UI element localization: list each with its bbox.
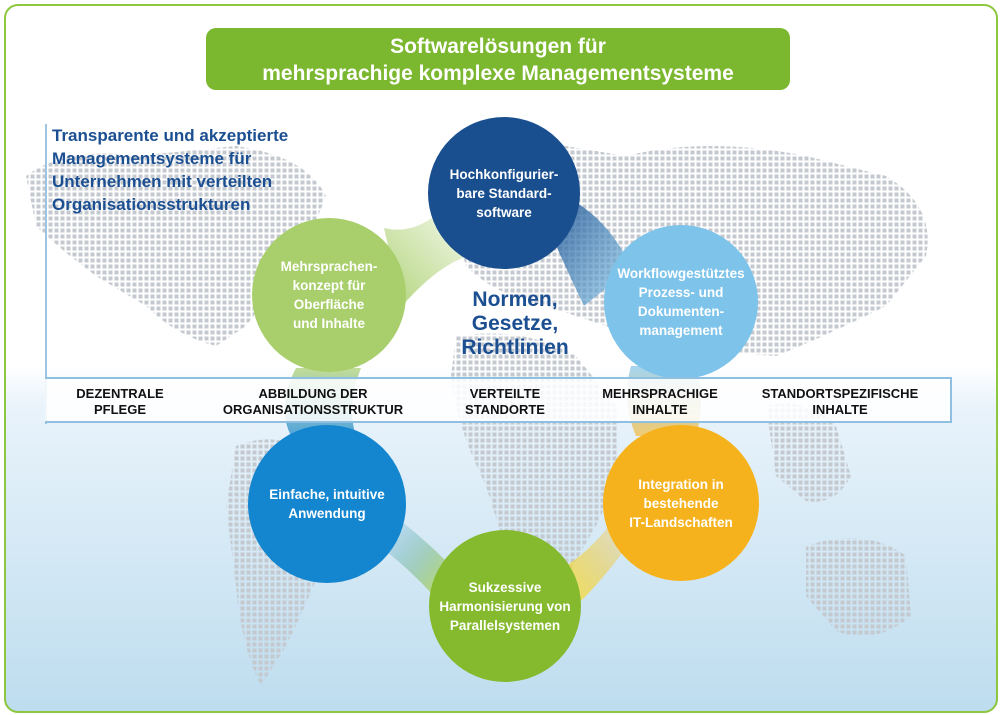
intro-line: Unternehmen mit verteilten xyxy=(52,172,273,191)
circle-text: Dokumenten- xyxy=(637,304,725,319)
circle-harmonization: Sukzessive Harmonisierung von Parallelsy… xyxy=(429,530,581,682)
intro-heading: Transparente und akzeptierte Managements… xyxy=(52,124,352,216)
center-line: Gesetze, xyxy=(471,312,559,335)
title-line-2: mehrsprachige komplexe Managementsysteme xyxy=(262,62,734,85)
center-norms-text: Normen, Gesetze, Richtlinien xyxy=(440,288,590,360)
intro-line: Organisationsstrukturen xyxy=(52,195,251,214)
circle-text: Integration in xyxy=(638,476,724,492)
circle-text: Mehrsprachen- xyxy=(280,259,378,274)
intro-line: Managementsysteme für xyxy=(52,149,252,168)
bar-label-line: MEHRSPRACHIGE xyxy=(602,386,718,401)
bar-label-line: STANDORTE xyxy=(465,402,545,417)
circle-text: konzept für xyxy=(292,278,366,293)
circle-multilanguage: Mehrsprachen- konzept für Oberfläche und… xyxy=(252,218,406,372)
circle-workflow: Workflowgestütztes Prozess- und Dokument… xyxy=(604,225,758,379)
circle-text: Anwendung xyxy=(288,506,366,521)
circle-integration: Integration in bestehende IT-Landschafte… xyxy=(603,425,759,581)
map-landmasses xyxy=(26,142,928,686)
circle-text: Hochkonfigurier- xyxy=(449,166,559,182)
circle-text: bare Standard- xyxy=(456,185,552,201)
bar-label-organisation: ABBILDUNG DER ORGANISATIONSSTRUKTUR xyxy=(215,386,411,418)
bar-label-multilingual: MEHRSPRACHIGE INHALTE xyxy=(590,386,730,418)
circle-text: IT-Landschaften xyxy=(629,514,733,530)
circle-easy-use: Einfache, intuitive Anwendung xyxy=(248,425,406,583)
circle-text: software xyxy=(476,204,532,220)
center-line: Richtlinien xyxy=(461,336,569,359)
bar-label-line: STANDORTSPEZIFISCHE xyxy=(761,386,919,401)
bar-label-line: ORGANISATIONSSTRUKTUR xyxy=(222,402,404,417)
bar-label-line: DEZENTRALE xyxy=(76,386,164,401)
world-map-background xyxy=(26,142,928,686)
circle-text: Workflowgestütztes xyxy=(617,266,745,281)
left-divider xyxy=(45,124,47,424)
bar-label-line: VERTEILTE xyxy=(469,386,541,401)
title-line-1: Softwarelösungen für xyxy=(390,35,606,58)
center-line: Normen, xyxy=(472,288,558,311)
circle-standard-software: Hochkonfigurier- bare Standard- software xyxy=(428,117,580,269)
circle-text: und Inhalte xyxy=(293,316,365,331)
circle-text: Einfache, intuitive xyxy=(269,487,385,502)
aspects-bar: DEZENTRALE PFLEGE ABBILDUNG DER ORGANISA… xyxy=(45,377,952,423)
circle-text: Oberfläche xyxy=(293,297,365,312)
title-banner: Softwarelösungen für mehrsprachige kompl… xyxy=(206,28,790,90)
bar-label-line: INHALTE xyxy=(632,402,688,417)
bar-label-line: ABBILDUNG DER xyxy=(258,386,368,401)
bar-label-site-specific: STANDORTSPEZIFISCHE INHALTE xyxy=(750,386,930,418)
bar-label-decentral: DEZENTRALE PFLEGE xyxy=(45,386,195,418)
circle-text: bestehende xyxy=(643,495,719,511)
circle-text: management xyxy=(639,323,723,338)
bar-label-line: INHALTE xyxy=(812,402,868,417)
bar-label-line: PFLEGE xyxy=(93,402,146,417)
circle-text: Sukzessive xyxy=(468,579,542,595)
circle-text: Parallelsystemen xyxy=(449,617,561,633)
intro-line: Transparente und akzeptierte xyxy=(52,126,289,145)
circle-text: Prozess- und xyxy=(638,285,724,300)
circle-text: Harmonisierung von xyxy=(439,598,571,614)
bar-label-locations: VERTEILTE STANDORTE xyxy=(445,386,565,418)
